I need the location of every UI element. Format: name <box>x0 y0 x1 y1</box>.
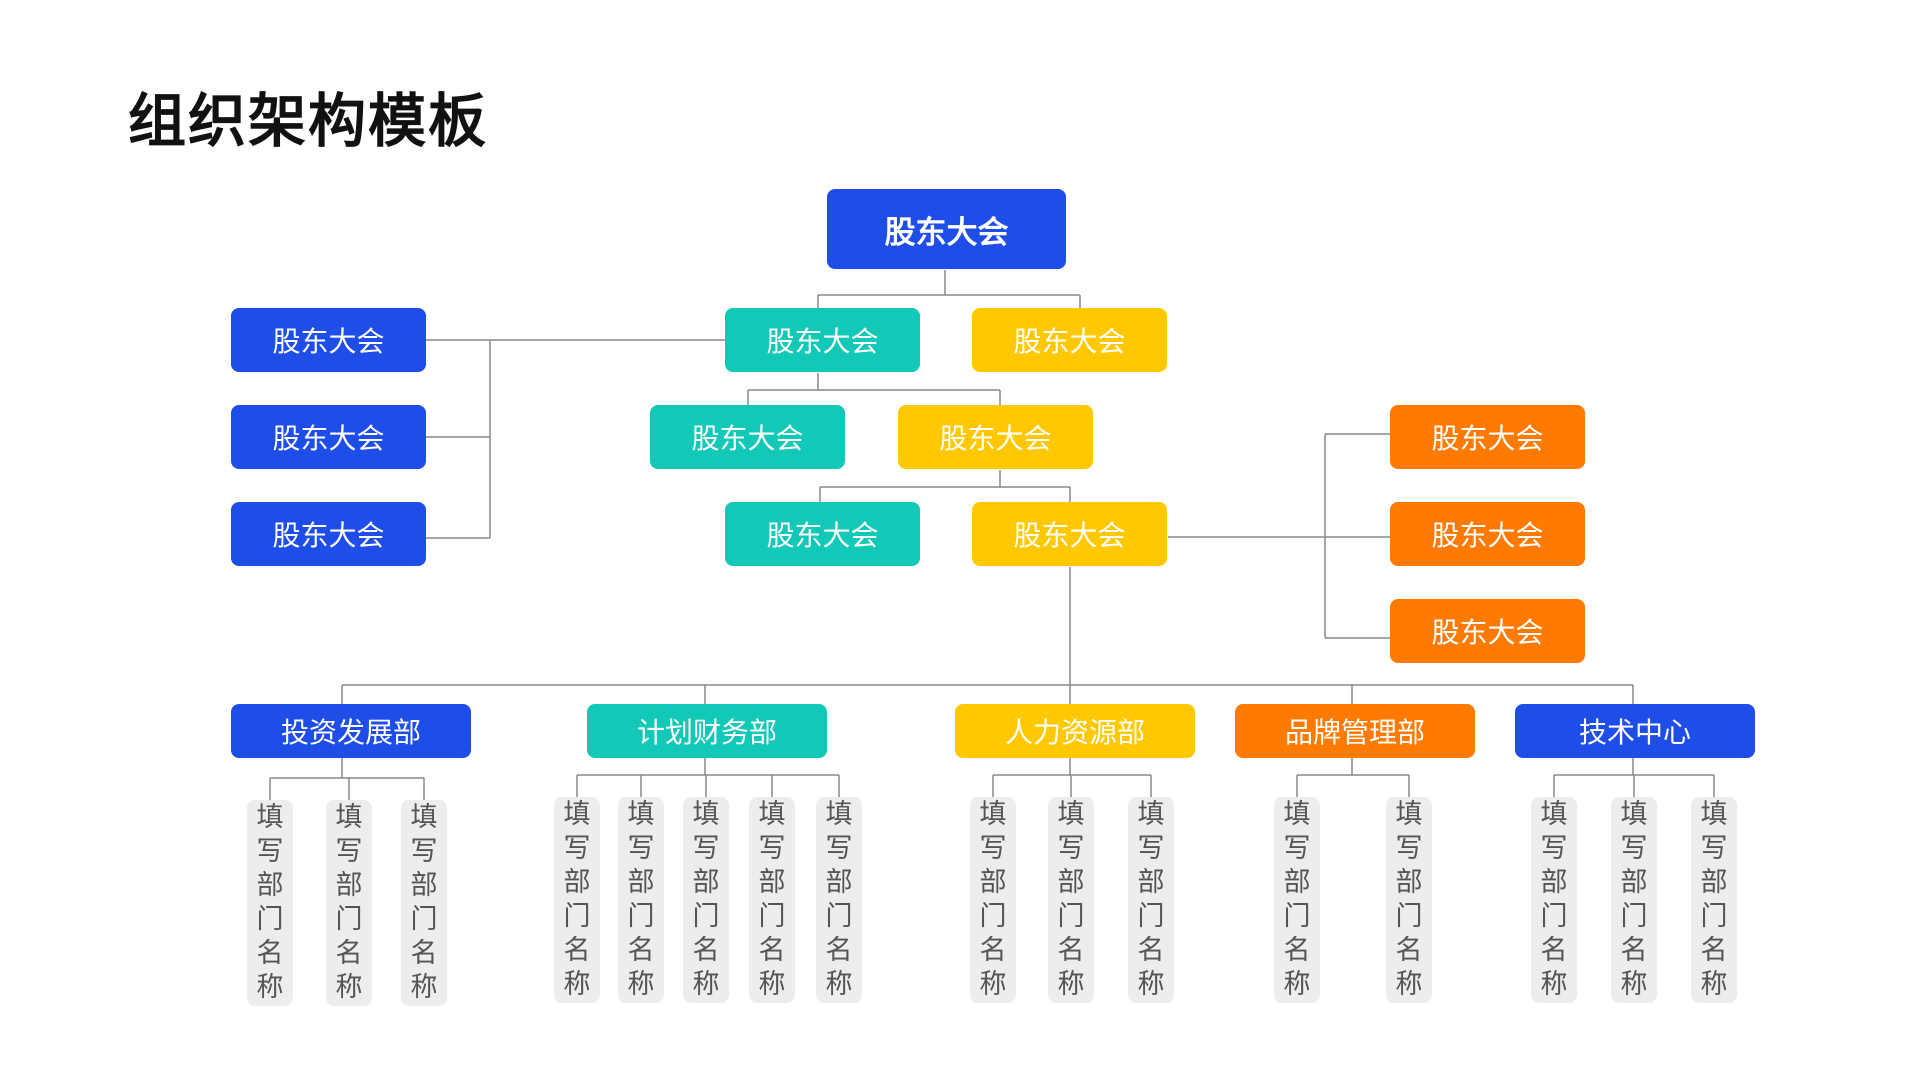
connector-root-l2 <box>817 270 1081 310</box>
node-root[interactable]: 股东大会 <box>827 189 1066 269</box>
node-left-1[interactable]: 股东大会 <box>231 308 426 372</box>
node-l3-yellow[interactable]: 股东大会 <box>898 405 1093 469</box>
department-leaf[interactable]: 填写部门名称 <box>1128 797 1174 1003</box>
department-leaf[interactable]: 填写部门名称 <box>1386 797 1432 1003</box>
node-right-3[interactable]: 股东大会 <box>1390 599 1585 663</box>
node-l2-yellow[interactable]: 股东大会 <box>972 308 1167 372</box>
connector-dept1-leaves <box>269 758 425 800</box>
department-leaf[interactable]: 填写部门名称 <box>618 797 664 1003</box>
connector-l2-l3 <box>747 373 1001 406</box>
node-left-2[interactable]: 股东大会 <box>231 405 426 469</box>
connector-dept5-leaves <box>1553 758 1715 797</box>
department-leaf[interactable]: 填写部门名称 <box>554 797 600 1003</box>
node-l4-yellow[interactable]: 股东大会 <box>972 502 1167 566</box>
department-leaf[interactable]: 填写部门名称 <box>1691 797 1737 1003</box>
connector-left-branch <box>425 339 725 539</box>
department-leaf[interactable]: 填写部门名称 <box>247 800 293 1006</box>
department-leaf[interactable]: 填写部门名称 <box>1611 797 1657 1003</box>
department-investment[interactable]: 投资发展部 <box>231 704 471 758</box>
connector-dept2-leaves <box>576 758 840 797</box>
page-title: 组织架构模板 <box>128 87 489 155</box>
connector-l3-l4 <box>819 470 1071 503</box>
node-left-3[interactable]: 股东大会 <box>231 502 426 566</box>
department-leaf[interactable]: 填写部门名称 <box>683 797 729 1003</box>
department-hr[interactable]: 人力资源部 <box>955 704 1195 758</box>
department-leaf[interactable]: 填写部门名称 <box>1048 797 1094 1003</box>
department-brand[interactable]: 品牌管理部 <box>1235 704 1475 758</box>
department-leaf[interactable]: 填写部门名称 <box>1274 797 1320 1003</box>
department-leaf[interactable]: 填写部门名称 <box>816 797 862 1003</box>
connector-dept3-leaves <box>992 758 1152 797</box>
node-right-2[interactable]: 股东大会 <box>1390 502 1585 566</box>
department-leaf[interactable]: 填写部门名称 <box>401 800 447 1006</box>
node-right-1[interactable]: 股东大会 <box>1390 405 1585 469</box>
department-tech[interactable]: 技术中心 <box>1515 704 1755 758</box>
node-l3-teal[interactable]: 股东大会 <box>650 405 845 469</box>
department-leaf[interactable]: 填写部门名称 <box>970 797 1016 1003</box>
connector-dept4-leaves <box>1296 758 1410 797</box>
department-leaf[interactable]: 填写部门名称 <box>326 800 372 1006</box>
department-leaf[interactable]: 填写部门名称 <box>1531 797 1577 1003</box>
node-l2-teal[interactable]: 股东大会 <box>725 308 920 372</box>
department-finance[interactable]: 计划财务部 <box>587 704 827 758</box>
department-leaf[interactable]: 填写部门名称 <box>749 797 795 1003</box>
connector-departments <box>341 567 1634 705</box>
connector-right-branch <box>1168 433 1390 639</box>
node-l4-teal[interactable]: 股东大会 <box>725 502 920 566</box>
